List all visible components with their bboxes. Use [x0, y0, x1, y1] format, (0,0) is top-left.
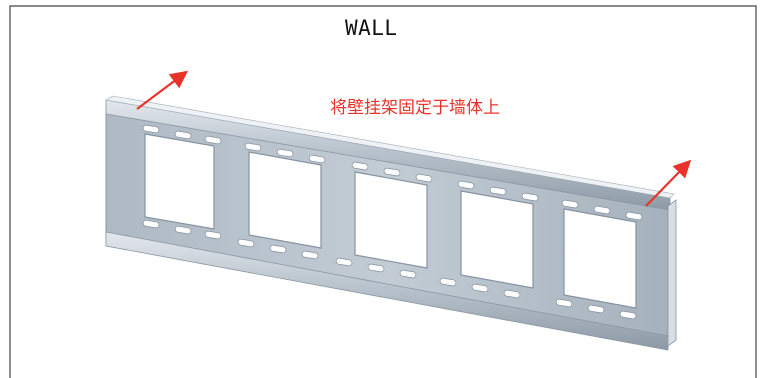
mounting-instruction: 将壁挂架固定于墙体上	[330, 98, 500, 118]
bracket-window-3	[354, 171, 428, 269]
bracket-slots-bottom	[142, 219, 637, 320]
bracket-top-lip	[105, 95, 675, 199]
bracket-slots-top	[142, 124, 643, 221]
arrow-right	[645, 159, 692, 207]
bracket-bottom-rail	[105, 231, 669, 351]
arrow-left	[136, 70, 189, 110]
frame-border	[9, 5, 757, 378]
bracket-window-5	[563, 208, 637, 309]
bracket-window-2	[248, 151, 322, 249]
bracket-window-4	[460, 190, 534, 289]
bracket-end-cap	[667, 199, 677, 347]
bracket-window-1	[144, 133, 215, 230]
wall-label: WALL	[345, 16, 398, 40]
bracket-windows	[144, 133, 637, 309]
